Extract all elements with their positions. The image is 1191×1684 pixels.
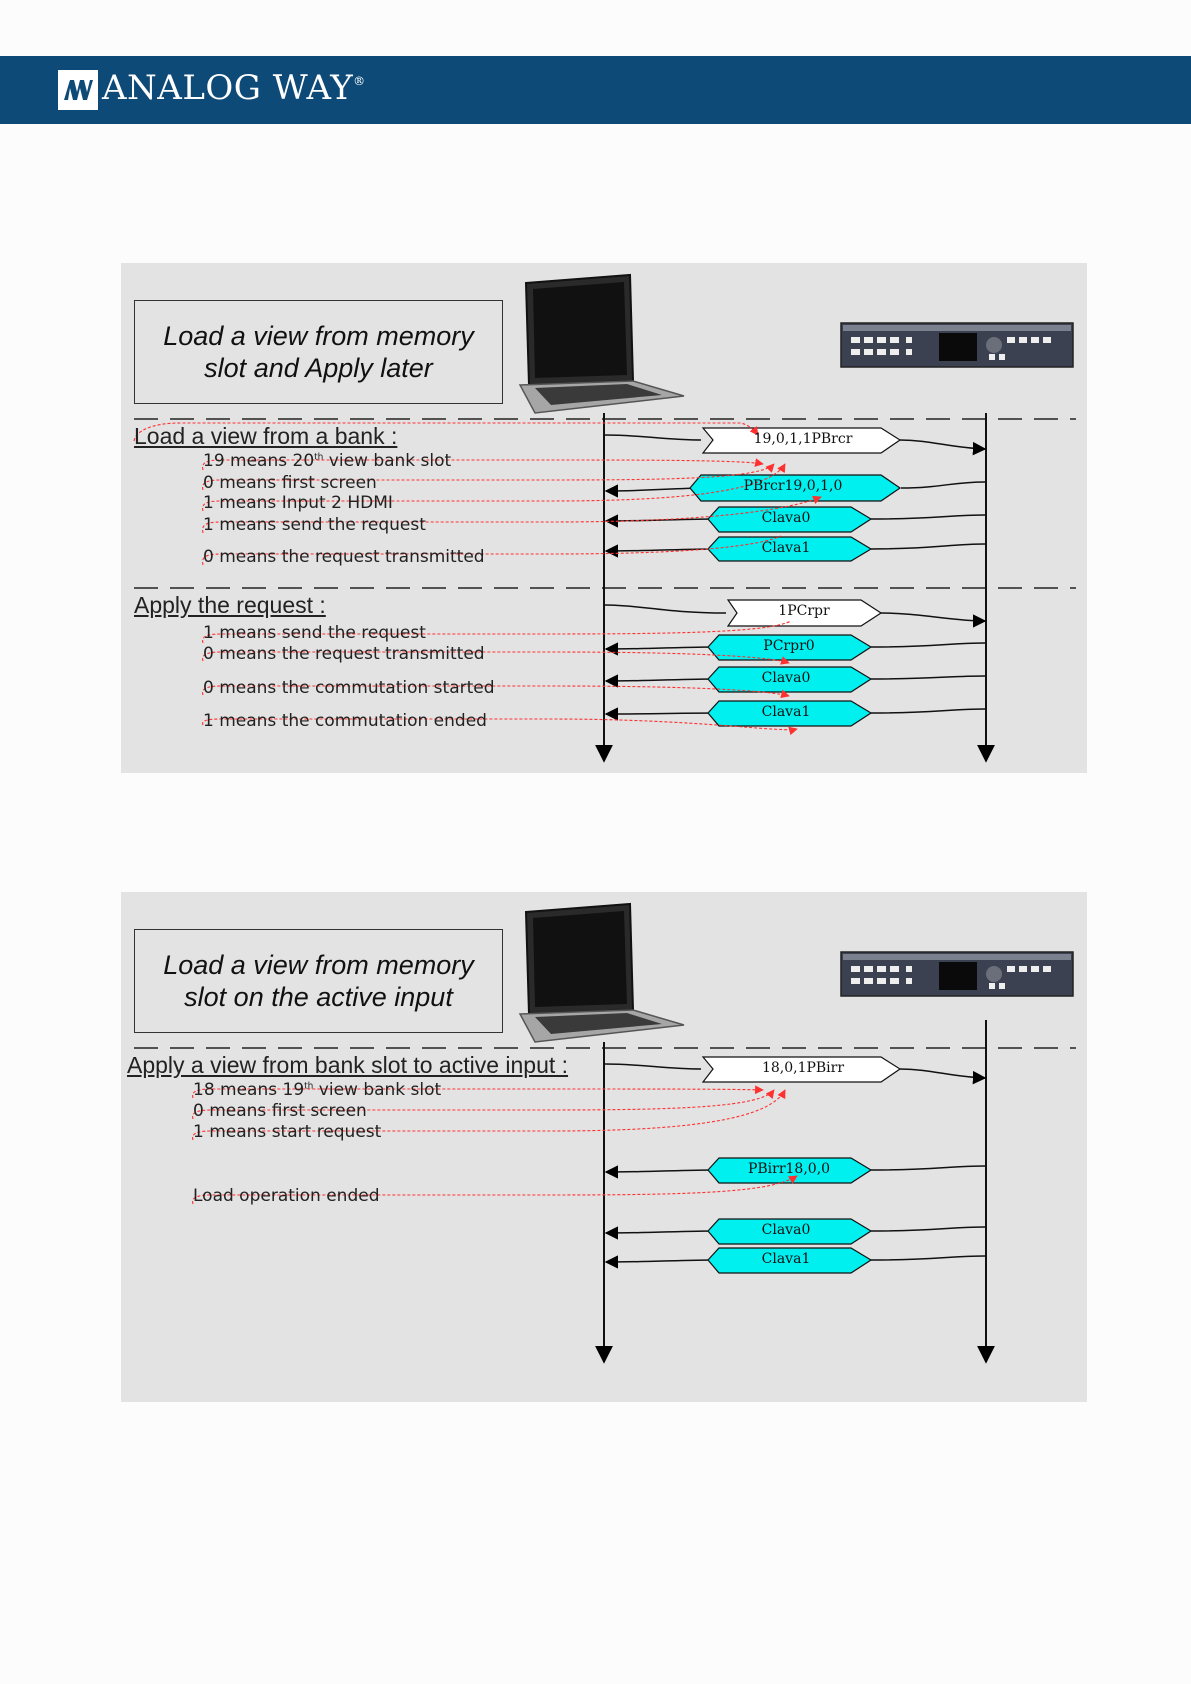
sequence-diagram-2 [134, 902, 1076, 1364]
message-shape [707, 666, 873, 693]
message-label: Clava1 [761, 540, 811, 556]
annotation-note: 0 means the commutation started [203, 678, 495, 698]
annotation-note: 1 means start request [193, 1122, 382, 1142]
message-label: PBrcr19,0,1,0 [743, 478, 843, 494]
laptop-icon [518, 273, 685, 414]
device-icon [840, 322, 1074, 368]
analog-way-logo-icon [58, 70, 98, 110]
message-shape [707, 1157, 873, 1184]
message-shape [707, 1247, 873, 1274]
message-label: 1PCrpr [778, 603, 830, 619]
message-label: Clava1 [761, 704, 811, 720]
device-icon [840, 951, 1074, 997]
brand-name: ANALOG WAY® [102, 68, 366, 108]
annotation-note: 0 means the request transmitted [203, 644, 485, 664]
message-shape [707, 700, 873, 727]
annotation-note: 18 means 19th view bank slot [193, 1080, 442, 1100]
annotation-note: 1 means send the request [203, 623, 426, 643]
header-bar: ANALOG WAY® [0, 56, 1191, 124]
message-shape [707, 506, 873, 533]
laptop-icon [518, 902, 685, 1043]
annotation-note: 1 means send the request [203, 515, 426, 535]
message-label: Clava0 [761, 670, 811, 686]
message-shape [689, 474, 902, 502]
section-heading: Load a view from a bank : [134, 423, 398, 449]
section-heading: Apply the request : [134, 592, 326, 618]
message-label: PBirr18,0,0 [747, 1161, 831, 1177]
message-shape [701, 1056, 902, 1083]
message-label: 19,0,1,1PBrcr [753, 431, 853, 447]
sequence-diagram-1 [133, 273, 1076, 763]
annotation-note: 19 means 20th view bank slot [203, 451, 452, 471]
annotation-note: 1 means Input 2 HDMI [203, 493, 393, 513]
section-heading: Apply a view from bank slot to active in… [127, 1052, 569, 1078]
annotation-note: 1 means the commutation ended [203, 711, 487, 731]
message-label: Clava0 [761, 510, 811, 526]
annotation-note: Load operation ended [193, 1186, 380, 1206]
message-label: Clava0 [761, 1222, 811, 1238]
annotation-note: 0 means first screen [203, 473, 377, 493]
message-shape [726, 599, 883, 627]
message-label: 18,0,1PBirr [761, 1060, 845, 1076]
annotation-note: 0 means first screen [193, 1101, 367, 1121]
message-label: Clava1 [761, 1251, 811, 1267]
message-label: PCrpr0 [763, 638, 815, 654]
message-shape [707, 634, 873, 661]
annotation-note: 0 means the request transmitted [203, 547, 485, 567]
message-shape [707, 1218, 873, 1245]
